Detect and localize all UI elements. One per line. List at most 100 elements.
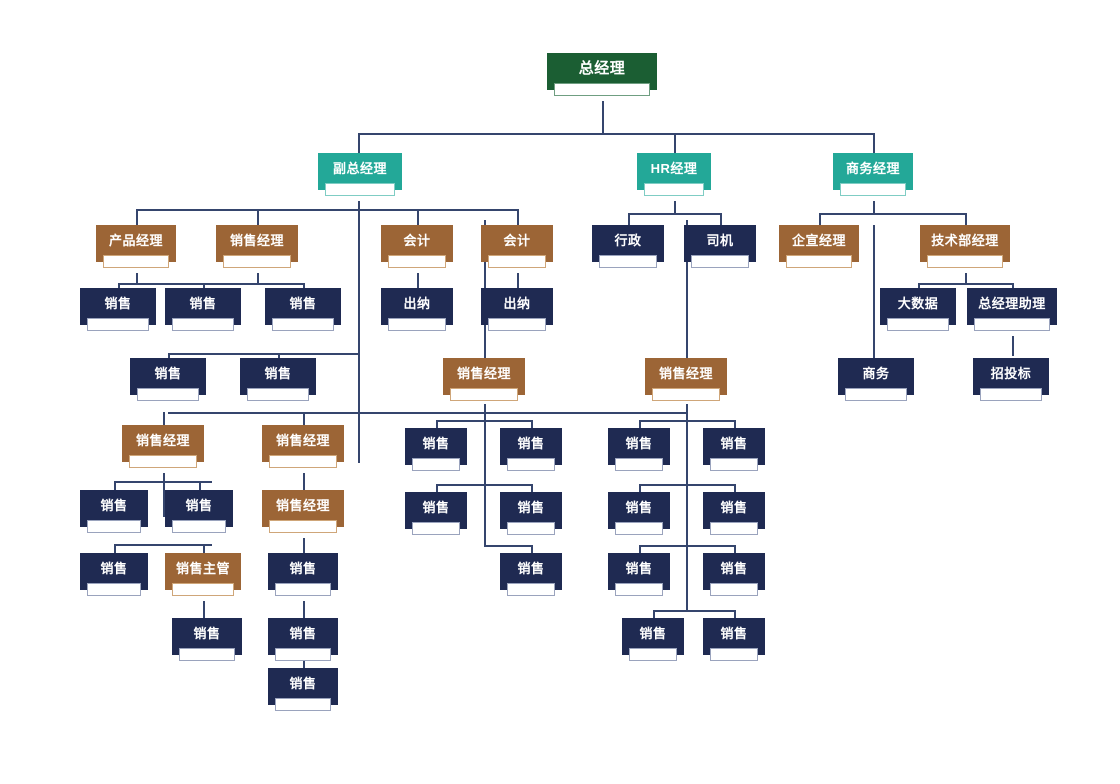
connector-line: [819, 213, 965, 215]
org-node[interactable]: 销售: [265, 288, 341, 331]
org-node-label: 销售: [703, 553, 765, 583]
org-node-tray: [652, 388, 720, 401]
org-node-tray: [103, 255, 169, 268]
org-node-tray: [275, 698, 331, 711]
org-node[interactable]: 总经理助理: [967, 288, 1057, 331]
connector-line: [203, 601, 205, 618]
org-node[interactable]: 销售: [80, 288, 156, 331]
org-node[interactable]: 销售: [268, 618, 338, 661]
org-node[interactable]: 销售: [703, 428, 765, 471]
org-node[interactable]: 销售: [172, 618, 242, 661]
org-node[interactable]: 销售经理: [645, 358, 727, 401]
org-node[interactable]: 销售: [622, 618, 684, 661]
org-node[interactable]: 销售: [500, 553, 562, 596]
org-node[interactable]: 会计: [481, 225, 553, 268]
org-node-label: 销售: [265, 288, 341, 318]
connector-line: [517, 209, 519, 225]
org-node[interactable]: 招投标: [973, 358, 1049, 401]
org-node[interactable]: 商务经理: [833, 153, 913, 196]
org-node-tray: [172, 520, 226, 533]
connector-line: [303, 473, 305, 490]
org-node-tray: [554, 83, 650, 96]
org-node-label: 销售: [268, 553, 338, 583]
connector-line: [168, 353, 170, 358]
connector-line: [819, 213, 821, 225]
org-node-label: 销售: [703, 618, 765, 648]
org-node[interactable]: 产品经理: [96, 225, 176, 268]
org-node[interactable]: 销售: [240, 358, 316, 401]
org-node-tray: [87, 318, 149, 331]
org-node[interactable]: 销售: [130, 358, 206, 401]
connector-line: [602, 101, 604, 133]
org-node[interactable]: 大数据: [880, 288, 956, 331]
org-node-label: 销售: [500, 553, 562, 583]
org-node-label: 销售: [80, 490, 148, 520]
org-node[interactable]: 副总经理: [318, 153, 402, 196]
org-node[interactable]: 销售: [608, 428, 670, 471]
org-node-label: 企宣经理: [779, 225, 859, 255]
org-node[interactable]: 销售: [165, 288, 241, 331]
org-node-label: 总经理助理: [967, 288, 1057, 318]
org-node[interactable]: 销售: [500, 492, 562, 535]
connector-line: [118, 283, 120, 288]
org-node-label: 司机: [684, 225, 756, 255]
org-node-tray: [615, 583, 663, 596]
org-node[interactable]: 出纳: [381, 288, 453, 331]
org-node[interactable]: 销售经理: [262, 490, 344, 533]
org-node[interactable]: 销售: [405, 428, 467, 471]
org-node[interactable]: 销售: [405, 492, 467, 535]
org-node-label: 副总经理: [318, 153, 402, 183]
connector-line: [203, 283, 205, 288]
connector-line: [114, 481, 212, 483]
org-node[interactable]: 总经理: [547, 53, 657, 96]
org-node[interactable]: 销售: [80, 553, 148, 596]
org-node[interactable]: 企宣经理: [779, 225, 859, 268]
org-node[interactable]: 销售: [703, 492, 765, 535]
org-node[interactable]: 销售经理: [122, 425, 204, 468]
org-node-tray: [137, 388, 199, 401]
org-node-tray: [172, 583, 234, 596]
org-node[interactable]: 销售: [608, 492, 670, 535]
org-node-tray: [275, 648, 331, 661]
org-node[interactable]: 司机: [684, 225, 756, 268]
org-node-label: 销售: [703, 428, 765, 458]
org-node[interactable]: 销售主管: [165, 553, 241, 596]
org-node[interactable]: 出纳: [481, 288, 553, 331]
org-node-tray: [179, 648, 235, 661]
org-node[interactable]: HR经理: [637, 153, 711, 196]
org-node[interactable]: 销售经理: [262, 425, 344, 468]
org-node[interactable]: 会计: [381, 225, 453, 268]
org-node-tray: [488, 255, 546, 268]
connector-line: [114, 544, 212, 546]
org-node[interactable]: 技术部经理: [920, 225, 1010, 268]
connector-line: [720, 213, 722, 225]
connector-line: [417, 209, 419, 225]
connector-line: [628, 213, 630, 225]
connector-line: [484, 404, 486, 545]
org-node-tray: [87, 583, 141, 596]
org-node-label: 销售经理: [262, 425, 344, 455]
connector-line: [653, 610, 655, 618]
connector-line: [358, 345, 360, 353]
org-node-tray: [615, 458, 663, 471]
connector-line: [203, 544, 205, 553]
connector-line: [358, 412, 688, 414]
org-node[interactable]: 销售: [268, 668, 338, 711]
connector-line: [686, 404, 688, 610]
org-node[interactable]: 销售: [80, 490, 148, 533]
org-node[interactable]: 销售经理: [216, 225, 298, 268]
org-node[interactable]: 销售经理: [443, 358, 525, 401]
org-node[interactable]: 销售: [165, 490, 233, 533]
connector-line: [358, 133, 874, 135]
org-node[interactable]: 销售: [500, 428, 562, 471]
org-node[interactable]: 销售: [703, 553, 765, 596]
org-node[interactable]: 行政: [592, 225, 664, 268]
org-node[interactable]: 销售: [703, 618, 765, 661]
org-node-label: 销售: [165, 288, 241, 318]
org-node[interactable]: 销售: [268, 553, 338, 596]
org-node[interactable]: 销售: [608, 553, 670, 596]
org-node[interactable]: 商务: [838, 358, 914, 401]
org-node-tray: [247, 388, 309, 401]
org-node-tray: [710, 522, 758, 535]
connector-line: [965, 213, 967, 225]
